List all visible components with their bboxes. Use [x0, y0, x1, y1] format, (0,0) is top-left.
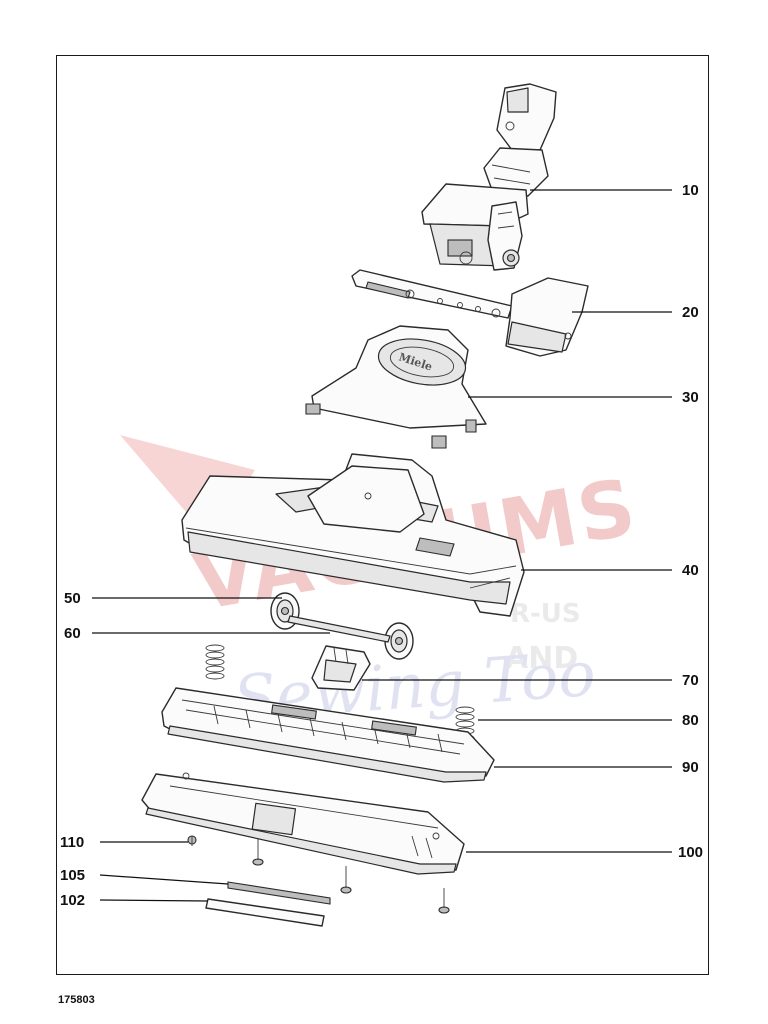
callout-102: 102: [60, 892, 85, 909]
callout-80: 80: [682, 712, 699, 729]
leader-lines: [92, 189, 672, 902]
callout-40: 40: [682, 562, 699, 579]
part-60-axle: [287, 615, 391, 643]
callout-50: 50: [64, 590, 81, 607]
drawing-number: 175803: [58, 994, 95, 1006]
callout-70: 70: [682, 672, 699, 689]
part-110-screws: [187, 835, 450, 914]
callout-20: 20: [682, 304, 699, 321]
part-70-clip: [311, 645, 371, 691]
part-10-swivel-neck: [421, 83, 557, 271]
watermark-line-3: AND: [505, 641, 578, 676]
part-90-sole-plate: [161, 687, 495, 783]
callout-110: 110: [60, 834, 84, 851]
part-105-brush-strip: [227, 881, 331, 905]
callout-30: 30: [682, 389, 699, 406]
part-50-wheels: [270, 592, 414, 660]
callout-105: 105: [60, 867, 85, 884]
callout-10: 10: [682, 182, 699, 199]
part-40-housing: [181, 453, 525, 617]
callout-90: 90: [682, 759, 699, 776]
callout-60: 60: [64, 625, 81, 642]
part-30-cover-plate: Miele: [305, 325, 487, 449]
part-102-strip: [205, 898, 325, 927]
spring-left: [205, 644, 225, 680]
watermark-line-2: R-US: [510, 599, 581, 629]
leader-105: [99, 874, 229, 885]
callout-100: 100: [678, 844, 703, 861]
leader-102: [99, 899, 209, 902]
part-100-bottom-frame: [141, 772, 465, 875]
callout-numbers: 10 20 30 40 50 60 70 80 90 100 110 105 1…: [60, 182, 703, 909]
part-20-cable-channel: [351, 269, 589, 357]
